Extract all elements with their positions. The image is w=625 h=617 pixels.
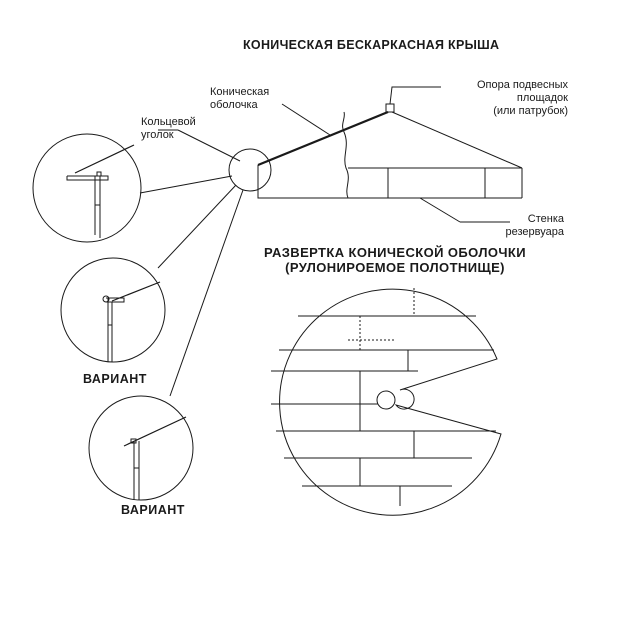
title-development: РАЗВЕРТКА КОНИЧЕСКОЙ ОБОЛОЧКИ (РУЛОНИРОЕ… (264, 245, 526, 275)
variant-label-1: ВАРИАНТ (83, 372, 147, 386)
tank-elevation (228, 103, 523, 199)
shell-outline (279, 288, 502, 516)
label-ring-angle: Кольцевой уголок (141, 116, 196, 141)
shell-development (271, 288, 502, 516)
roof-left-slope (257, 110, 389, 167)
detail-view-3 (88, 395, 194, 501)
title-top: КОНИЧЕСКАЯ БЕСКАРКАСНАЯ КРЫША (243, 38, 500, 52)
detail-circle (228, 148, 272, 192)
label-conical-shell: Коническая оболочка (210, 86, 270, 111)
top-support (385, 103, 395, 113)
break-line (342, 111, 349, 199)
tank-wall-left (257, 165, 348, 199)
crown-hole (376, 390, 396, 410)
label-tank-wall: Стенка резервуара (505, 213, 564, 238)
detail-view-1 (32, 133, 142, 243)
variant-label-2: ВАРИАНТ (121, 503, 185, 517)
detail-view-2 (60, 257, 166, 363)
label-support: Опора подвесных площадок (или патрубок) (477, 79, 568, 117)
roof-right-slope (391, 111, 523, 169)
